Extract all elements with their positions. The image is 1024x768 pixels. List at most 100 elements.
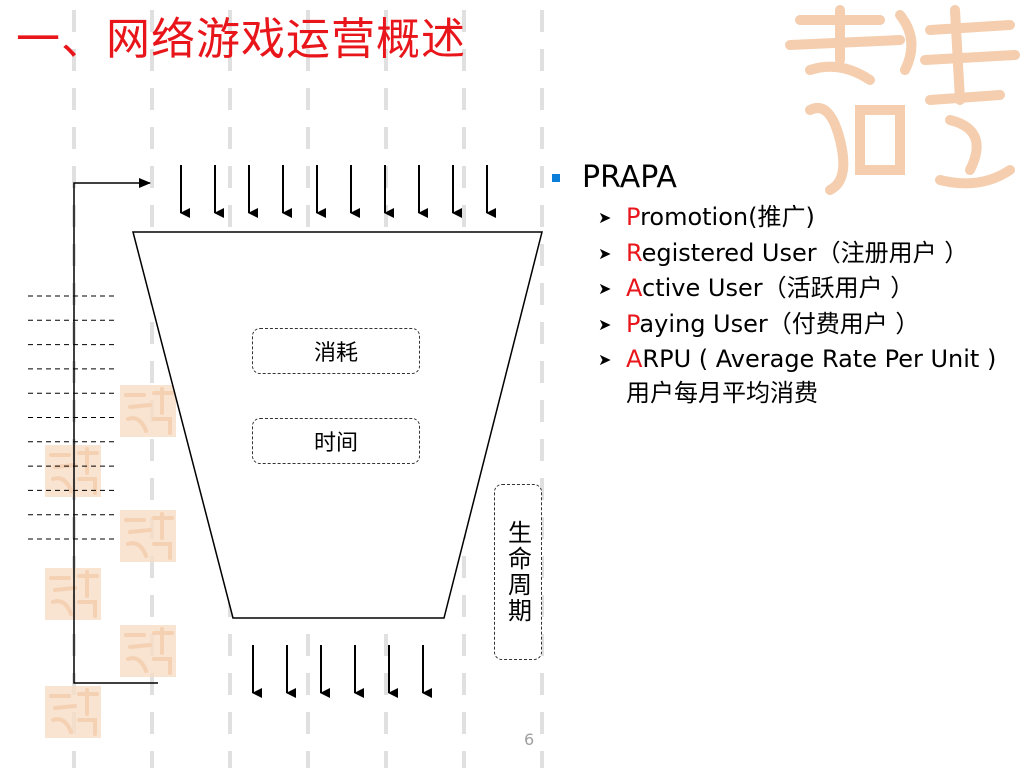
background-dash (462, 712, 466, 734)
slide-title: 一、网络游戏运营概述 (16, 14, 466, 65)
background-dash (384, 49, 388, 71)
calligraphy-seal-logo (785, 5, 1020, 195)
item-initial: P (626, 203, 641, 231)
arrowhead-bullet-icon: ➤ (598, 279, 612, 299)
background-dash (540, 673, 544, 695)
background-dash (228, 712, 232, 734)
item-initial: A (626, 345, 643, 374)
sub-bullet-item: ➤ ARPU ( Average Rate Per Unit )用户每月平均消费 (598, 343, 1010, 410)
item-text: RPU ( Average Rate Per Unit )用户每月平均消费 (626, 345, 997, 407)
churn-dashed-lines (28, 295, 118, 540)
background-dash (228, 673, 232, 695)
background-dash (150, 751, 154, 768)
background-dash (150, 673, 154, 695)
background-dash (228, 166, 232, 188)
item-initial: R (626, 238, 642, 267)
prapa-bullet-list: PRAPA ➤ Promotion(推广) ➤ Registered User（… (550, 160, 1010, 413)
background-dash (228, 49, 232, 71)
background-dash (228, 634, 232, 656)
arrowhead-bullet-icon: ➤ (598, 243, 612, 263)
calligraphy-seal-logo-small-3 (120, 510, 176, 562)
background-dash (150, 166, 154, 188)
background-dash (384, 712, 388, 734)
background-dash (540, 595, 544, 617)
background-dash (540, 49, 544, 71)
background-dash (150, 361, 154, 383)
background-dash (462, 127, 466, 149)
background-dash (150, 712, 154, 734)
lifecycle-box: 生命周期 (494, 484, 542, 660)
background-dash (306, 673, 310, 695)
background-dash (228, 10, 232, 32)
arrowhead-bullet-icon: ➤ (598, 350, 612, 370)
background-dash (228, 205, 232, 227)
sub-bullet-item: ➤ Paying User（付费用户 ） (598, 308, 1010, 342)
background-dash (150, 127, 154, 149)
background-dash (384, 10, 388, 32)
background-dash (228, 751, 232, 768)
background-dash (540, 283, 544, 305)
sub-bullet-list: ➤ Promotion(推广) ➤ Registered User（注册用户 ）… (550, 201, 1010, 411)
background-dash (462, 88, 466, 110)
background-dash (540, 712, 544, 734)
background-dash (462, 751, 466, 768)
background-dash (150, 49, 154, 71)
calligraphy-seal-logo-small-5 (120, 625, 176, 677)
background-dash (72, 127, 76, 149)
calligraphy-seal-logo-small-1 (120, 385, 176, 437)
background-dash (540, 88, 544, 110)
background-dash (306, 127, 310, 149)
background-dash (150, 556, 154, 578)
background-dash (540, 634, 544, 656)
sub-bullet-item: ➤ Active User（活跃用户 ） (598, 272, 1010, 306)
background-dash (540, 244, 544, 266)
background-dash (72, 751, 76, 768)
background-dash (306, 205, 310, 227)
item-initial: P (626, 309, 640, 338)
item-initial: A (626, 274, 642, 303)
background-dash (540, 127, 544, 149)
background-dash (462, 634, 466, 656)
background-dash (462, 595, 466, 617)
background-dash (540, 400, 544, 422)
background-dash (150, 10, 154, 32)
background-dash (72, 673, 76, 695)
inflow-arrows (180, 165, 496, 218)
background-dash (462, 673, 466, 695)
background-dash (540, 361, 544, 383)
background-dash (228, 127, 232, 149)
background-dash (150, 478, 154, 500)
background-dash (540, 517, 544, 539)
background-dash (72, 10, 76, 32)
background-dash (150, 88, 154, 110)
background-dash (384, 88, 388, 110)
calligraphy-seal-logo-small-4 (45, 568, 101, 620)
sub-bullet-item: ➤ Promotion(推广) (598, 201, 1010, 235)
background-dash (384, 127, 388, 149)
background-dash (306, 634, 310, 656)
background-dash (462, 10, 466, 32)
background-dash (540, 556, 544, 578)
background-dash (540, 478, 544, 500)
background-dash (306, 751, 310, 768)
arrowhead-bullet-icon: ➤ (598, 314, 612, 334)
background-dash (540, 322, 544, 344)
background-dash (228, 88, 232, 110)
background-dash (540, 439, 544, 461)
background-dash (72, 49, 76, 71)
page-number: 6 (524, 730, 535, 749)
background-dash (384, 634, 388, 656)
background-dash (150, 595, 154, 617)
background-dash (72, 88, 76, 110)
background-dash (306, 712, 310, 734)
background-dash (462, 556, 466, 578)
background-dash (384, 673, 388, 695)
feedback-loop-arrow (73, 178, 158, 684)
consume-box: 消耗 (252, 328, 420, 374)
background-dash (540, 751, 544, 768)
arrowhead-bullet-icon: ➤ (598, 208, 612, 227)
time-box: 时间 (252, 418, 420, 464)
item-text: egistered User（注册用户 ） (641, 238, 969, 267)
background-dash (462, 166, 466, 188)
